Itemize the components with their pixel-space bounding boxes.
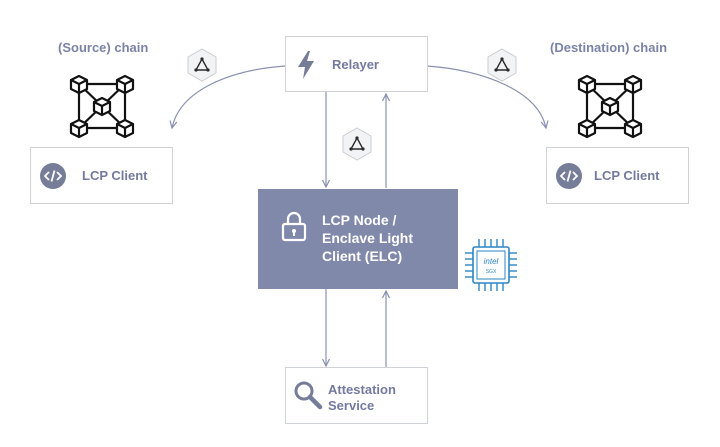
blockchain-icon: [69, 74, 135, 139]
sgx-text: SGX: [486, 269, 497, 275]
source-lcp-client-label: LCP Client: [82, 168, 148, 183]
destination-lcp-client-box: LCP Client: [546, 147, 689, 204]
attestation-service-box: Attestation Service: [285, 367, 428, 424]
relay-message-icon: [187, 48, 217, 82]
elc-node-box: LCP Node / Enclave Light Client (ELC): [258, 189, 458, 289]
destination-lcp-client-label: LCP Client: [594, 168, 660, 183]
code-icon: [556, 163, 582, 189]
source-chain-label: (Source) chain: [58, 40, 149, 55]
lightning-icon: [298, 51, 314, 79]
lock-icon: [281, 211, 307, 242]
elc-label-line3: Client (ELC): [322, 248, 403, 264]
attestation-label-line2: Service: [328, 398, 375, 413]
source-lcp-client-box: LCP Client: [30, 147, 173, 204]
arrow-relayer-to-source: [172, 65, 286, 128]
code-icon: [40, 163, 66, 189]
elc-label-line1: LCP Node /: [322, 212, 397, 228]
relay-message-icon: [342, 127, 372, 161]
search-icon: [294, 381, 323, 410]
relayer-box: Relayer: [285, 36, 428, 92]
intel-brand-text: intel: [484, 257, 499, 266]
attestation-label-line1: Attestation: [328, 382, 396, 397]
relayer-label: Relayer: [332, 57, 379, 72]
blockchain-icon: [577, 74, 643, 139]
elc-label-line2: Enclave Light: [322, 230, 414, 246]
chip-icon: intel SGX: [465, 239, 517, 291]
destination-chain-label: (Destination) chain: [550, 40, 668, 55]
arrow-relayer-to-destination: [426, 65, 546, 128]
relay-message-icon: [487, 48, 517, 82]
